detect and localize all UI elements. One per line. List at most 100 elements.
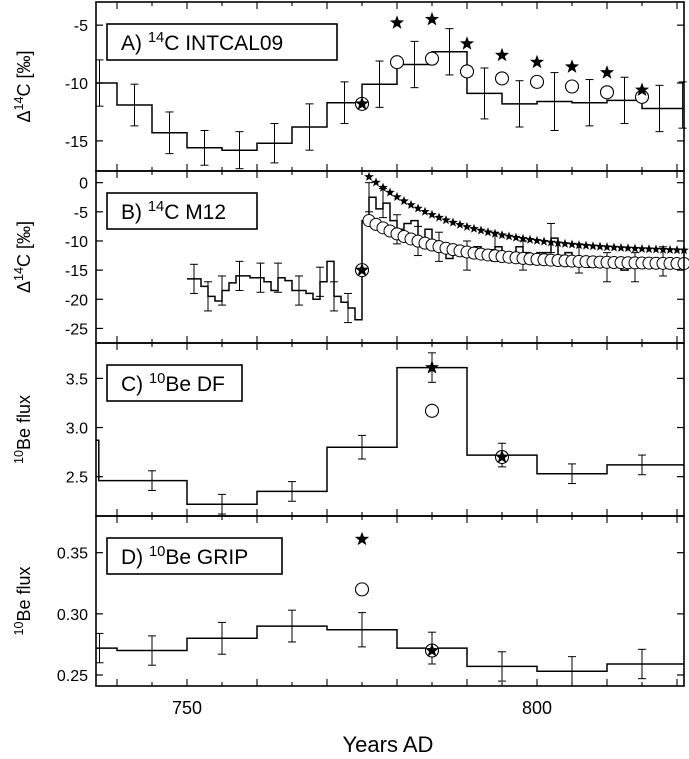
panel-label-prefix: C) bbox=[121, 373, 149, 396]
model-star-point bbox=[441, 215, 451, 225]
model-star-point bbox=[497, 230, 507, 240]
y-tick-label: -15 bbox=[65, 134, 88, 151]
star-point bbox=[599, 65, 615, 79]
y-tick-label: -5 bbox=[74, 205, 88, 222]
model-star-point bbox=[371, 177, 381, 187]
model-star-point bbox=[546, 237, 556, 247]
model-star-point bbox=[427, 209, 437, 219]
model-star-point bbox=[413, 203, 423, 213]
panel-label: D) 10Be GRIP bbox=[106, 537, 283, 575]
star-point bbox=[529, 54, 545, 69]
panel-label-prefix: A) bbox=[121, 32, 148, 55]
panel-frame bbox=[95, 515, 685, 687]
model-star-point bbox=[560, 238, 570, 248]
model-star-point bbox=[378, 182, 388, 192]
model-star-point bbox=[553, 238, 563, 248]
panel-label-text: D) 10Be GRIP bbox=[121, 544, 248, 569]
y-tick-label: -5 bbox=[74, 18, 88, 35]
model-star-point bbox=[658, 244, 668, 254]
model-star-point bbox=[483, 227, 493, 237]
model-star-point bbox=[644, 244, 654, 254]
circle-point bbox=[529, 74, 545, 89]
panel-label-superscript: 14 bbox=[148, 30, 164, 46]
y-tick-label: 2.5 bbox=[66, 470, 88, 487]
step-line bbox=[96, 51, 684, 151]
model-star-point bbox=[532, 235, 542, 245]
panel-label-prefix: B) bbox=[121, 201, 148, 224]
model-star-point bbox=[651, 244, 661, 254]
y-tick-label: 0.25 bbox=[57, 668, 88, 685]
y-axis-label-suffix: C [‰] bbox=[14, 50, 34, 96]
circle-point bbox=[424, 51, 440, 66]
panel-label: A) 14C INTCAL09 bbox=[106, 23, 338, 61]
model-star-point bbox=[609, 242, 619, 252]
y-axis-label-superscript: 14 bbox=[12, 267, 26, 281]
star-point bbox=[389, 15, 405, 29]
model-star-point bbox=[385, 187, 395, 197]
circle-point bbox=[354, 582, 370, 597]
model-star-point bbox=[588, 241, 598, 251]
model-star-point bbox=[623, 243, 633, 253]
circle-point bbox=[599, 85, 615, 100]
star-point bbox=[564, 59, 580, 73]
model-star-point bbox=[490, 228, 500, 238]
star-point bbox=[494, 47, 510, 62]
panel-label-suffix: C M12 bbox=[164, 201, 226, 224]
star-point bbox=[354, 262, 370, 277]
model-star-point bbox=[581, 240, 591, 250]
panel-label-superscript: 10 bbox=[149, 544, 165, 560]
star-point bbox=[634, 82, 650, 96]
y-axis-label-suffix: C [‰] bbox=[14, 221, 34, 267]
star-point bbox=[494, 449, 510, 464]
model-star-point bbox=[602, 242, 612, 252]
circle-point bbox=[564, 79, 580, 94]
panel-label: B) 14C M12 bbox=[106, 192, 258, 230]
y-tick-label: 0.30 bbox=[57, 607, 88, 624]
y-axis-label: 10Be flux bbox=[12, 566, 34, 635]
y-tick-label: -15 bbox=[65, 263, 88, 280]
y-axis-label-superscript: 10 bbox=[12, 622, 26, 636]
y-tick-label: 0.35 bbox=[57, 546, 88, 563]
model-star-point bbox=[406, 199, 416, 209]
model-star-point bbox=[504, 231, 514, 241]
star-point bbox=[354, 531, 370, 546]
circle-point bbox=[424, 403, 440, 418]
model-star-point bbox=[462, 221, 472, 231]
star-point bbox=[424, 643, 440, 657]
model-star-point bbox=[539, 236, 549, 246]
step-line bbox=[96, 625, 684, 673]
y-axis-label-suffix: Be flux bbox=[14, 566, 34, 621]
panel-label-box bbox=[106, 537, 283, 575]
y-axis-label-suffix: Be flux bbox=[14, 395, 34, 450]
star-point bbox=[459, 36, 475, 50]
model-star-point bbox=[420, 206, 430, 216]
star-point bbox=[424, 360, 440, 374]
panel-label-text: B) 14C M12 bbox=[121, 199, 226, 224]
star-point bbox=[424, 11, 440, 26]
circle-point bbox=[389, 55, 405, 70]
panel-label-suffix: Be DF bbox=[165, 373, 225, 396]
model-star-point bbox=[525, 234, 535, 244]
y-tick-label: -25 bbox=[65, 321, 88, 338]
panel-label-text: C) 10Be DF bbox=[121, 371, 225, 396]
panel-label-box bbox=[106, 364, 243, 402]
model-star-point bbox=[455, 219, 465, 229]
y-tick-label: -10 bbox=[65, 76, 88, 93]
y-axis-label: Δ14C [‰] bbox=[12, 221, 34, 293]
y-axis-label-prefix: Δ bbox=[14, 281, 34, 293]
y-axis-label-superscript: 10 bbox=[12, 450, 26, 464]
y-tick-label: -10 bbox=[65, 234, 88, 251]
x-tick-label: 750 bbox=[172, 698, 202, 718]
model-star-point bbox=[665, 244, 675, 254]
panel-label-suffix: C INTCAL09 bbox=[164, 32, 283, 55]
y-axis-label-superscript: 14 bbox=[12, 96, 26, 110]
panel-label-superscript: 10 bbox=[149, 371, 165, 387]
circle-point bbox=[494, 71, 510, 86]
panel-label-superscript: 14 bbox=[148, 199, 164, 215]
model-star-point bbox=[399, 196, 409, 206]
